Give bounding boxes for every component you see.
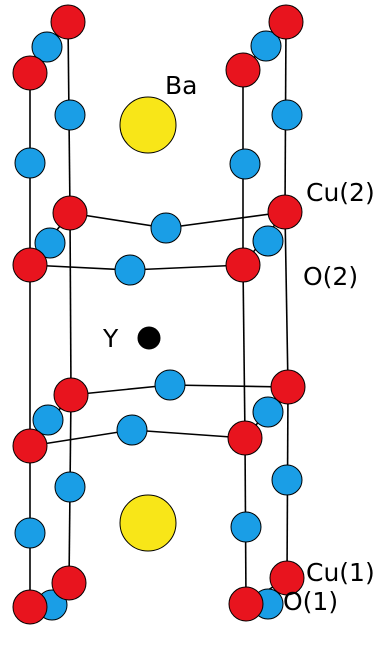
copper-atom-bottom-right-back bbox=[269, 560, 305, 596]
yttrium-atom bbox=[137, 326, 161, 350]
bond-plane-upper-back-b bbox=[165, 211, 286, 229]
bond-column-right-front-middle bbox=[242, 264, 246, 439]
oxygen-atom-upper-left-diag bbox=[34, 227, 66, 259]
oxygen-atom-left-front-chain-lower bbox=[14, 517, 46, 549]
oxygen-atom-upper-right-diag bbox=[252, 225, 284, 257]
copper-atom-lower-right-front bbox=[227, 420, 263, 456]
label-y: Y bbox=[102, 324, 119, 353]
oxygen-atom-lower-plane-back bbox=[154, 369, 186, 401]
copper-atom-top-left-back bbox=[50, 4, 86, 40]
oxygen-atom-lower-left-diag bbox=[32, 404, 64, 436]
oxygen-atom-lower-plane-front bbox=[116, 414, 148, 446]
oxygen-atom-right-front-chain-lower bbox=[230, 511, 262, 543]
bond-plane-lower-back-b bbox=[169, 384, 289, 388]
copper-atom-lower-right-back bbox=[270, 369, 306, 405]
copper-atom-bottom-left-front bbox=[12, 589, 48, 625]
oxygen-atom-lower-right-diag bbox=[252, 396, 284, 428]
oxygen-atom-right-front-apical bbox=[229, 148, 261, 180]
label-cu1: Cu(1) bbox=[306, 558, 375, 587]
copper-atom-top-right-front bbox=[225, 52, 261, 88]
bond-column-right-back-middle bbox=[284, 211, 289, 388]
label-o1: O(1) bbox=[283, 587, 338, 616]
copper-atom-bottom-right-front bbox=[228, 586, 264, 622]
atoms bbox=[12, 4, 306, 625]
oxygen-atom-top-right-diag bbox=[250, 30, 282, 62]
oxygen-atom-upper-plane-back bbox=[150, 212, 182, 244]
label-o2: O(2) bbox=[303, 262, 358, 291]
copper-atom-upper-right-back bbox=[267, 194, 303, 230]
copper-atom-lower-left-front bbox=[12, 428, 48, 464]
barium-atom-upper bbox=[119, 96, 177, 154]
oxygen-atom-right-back-chain bbox=[271, 99, 303, 131]
bond-plane-upper-front-b bbox=[129, 264, 244, 271]
label-ba: Ba bbox=[165, 71, 197, 100]
oxygen-atom-left-back-chain bbox=[54, 99, 86, 131]
copper-atom-upper-right-front bbox=[225, 247, 261, 283]
atom-labels: Ba Cu(2) O(2) Y Cu(1) O(1) bbox=[102, 71, 375, 616]
copper-atom-top-right-back bbox=[268, 4, 304, 40]
copper-atom-lower-left-back bbox=[53, 377, 89, 413]
oxygen-atom-right-back-chain-lower bbox=[271, 464, 303, 496]
bond-column-left-back-middle bbox=[69, 212, 72, 396]
oxygen-atom-upper-plane-front bbox=[114, 254, 146, 286]
bond-plane-lower-front-b bbox=[131, 429, 246, 439]
copper-atom-bottom-left-back bbox=[51, 565, 87, 601]
copper-atom-upper-left-front bbox=[12, 247, 48, 283]
label-cu2: Cu(2) bbox=[306, 178, 375, 207]
oxygen-atom-left-front-chain bbox=[14, 147, 46, 179]
oxygen-atom-top-left-diag bbox=[31, 31, 63, 63]
oxygen-atom-left-back-chain-lower bbox=[54, 471, 86, 503]
copper-atom-upper-left-back bbox=[52, 195, 88, 231]
copper-atom-top-left-front bbox=[12, 55, 48, 91]
barium-atom-lower bbox=[119, 494, 177, 552]
